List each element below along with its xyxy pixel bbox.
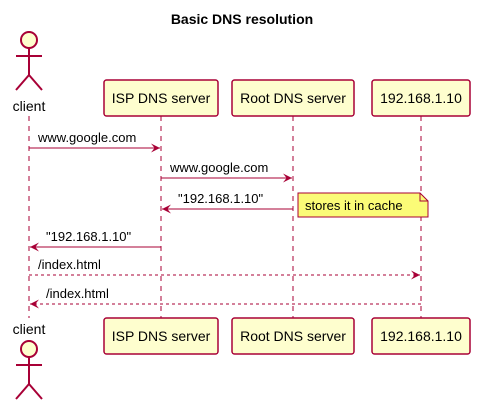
message-4: "192.168.1.10" — [30, 229, 161, 252]
actor-top: client — [13, 31, 46, 114]
message-label: /index.html — [38, 257, 101, 272]
message-2: www.google.com — [161, 160, 292, 183]
participant-root-bottom: Root DNS server — [231, 317, 355, 355]
participant-box — [371, 79, 471, 117]
participant-isp-bottom: ISP DNS server — [103, 317, 219, 355]
note-text: stores it in cache — [305, 198, 403, 213]
participant-label: ISP DNS server — [112, 328, 211, 344]
participant-box — [371, 317, 471, 355]
participant-label: Root DNS server — [240, 328, 346, 344]
participant-box — [103, 79, 219, 117]
note-box — [297, 192, 429, 218]
actor-head — [20, 340, 38, 358]
message-3: "192.168.1.10" — [162, 191, 293, 214]
actor-label: client — [13, 321, 46, 337]
actor-leg-left — [15, 74, 30, 91]
message-1: www.google.com — [29, 130, 160, 153]
messages: www.google.com www.google.com "192.168.1.1… — [29, 130, 421, 309]
actor-label: client — [13, 98, 46, 114]
participant-label: 192.168.1.10 — [380, 90, 462, 106]
message-label: "192.168.1.10" — [46, 229, 132, 244]
participant-label: 192.168.1.10 — [380, 328, 462, 344]
participants-bottom: client ISP DNS server Root DNS server 192.1… — [13, 317, 471, 400]
actor-leg-right — [28, 74, 43, 91]
message-label: www.google.com — [169, 160, 268, 175]
note: stores it in cache — [297, 192, 429, 218]
participant-label: Root DNS server — [240, 90, 346, 106]
participant-root-top: Root DNS server — [231, 79, 355, 117]
diagram-title: Basic DNS resolution — [171, 11, 313, 27]
participant-label: ISP DNS server — [112, 90, 211, 106]
participant-box — [103, 317, 219, 355]
participants-top: client ISP DNS server Root DNS server 192.1… — [13, 31, 471, 117]
actor-head — [20, 31, 38, 49]
actor-bottom: client — [13, 321, 46, 400]
participant-host-bottom: 192.168.1.10 — [371, 317, 471, 355]
participant-box — [231, 317, 355, 355]
note-fold — [419, 193, 428, 202]
participant-box — [231, 79, 355, 117]
actor-leg-left — [15, 383, 30, 400]
message-label: "192.168.1.10" — [178, 191, 264, 206]
message-label: www.google.com — [37, 130, 136, 145]
participant-host-top: 192.168.1.10 — [371, 79, 471, 117]
message-5: /index.html — [29, 257, 420, 280]
message-6: /index.html — [30, 286, 421, 309]
actor-leg-right — [28, 383, 43, 400]
participant-isp-top: ISP DNS server — [103, 79, 219, 117]
message-label: /index.html — [46, 286, 109, 301]
